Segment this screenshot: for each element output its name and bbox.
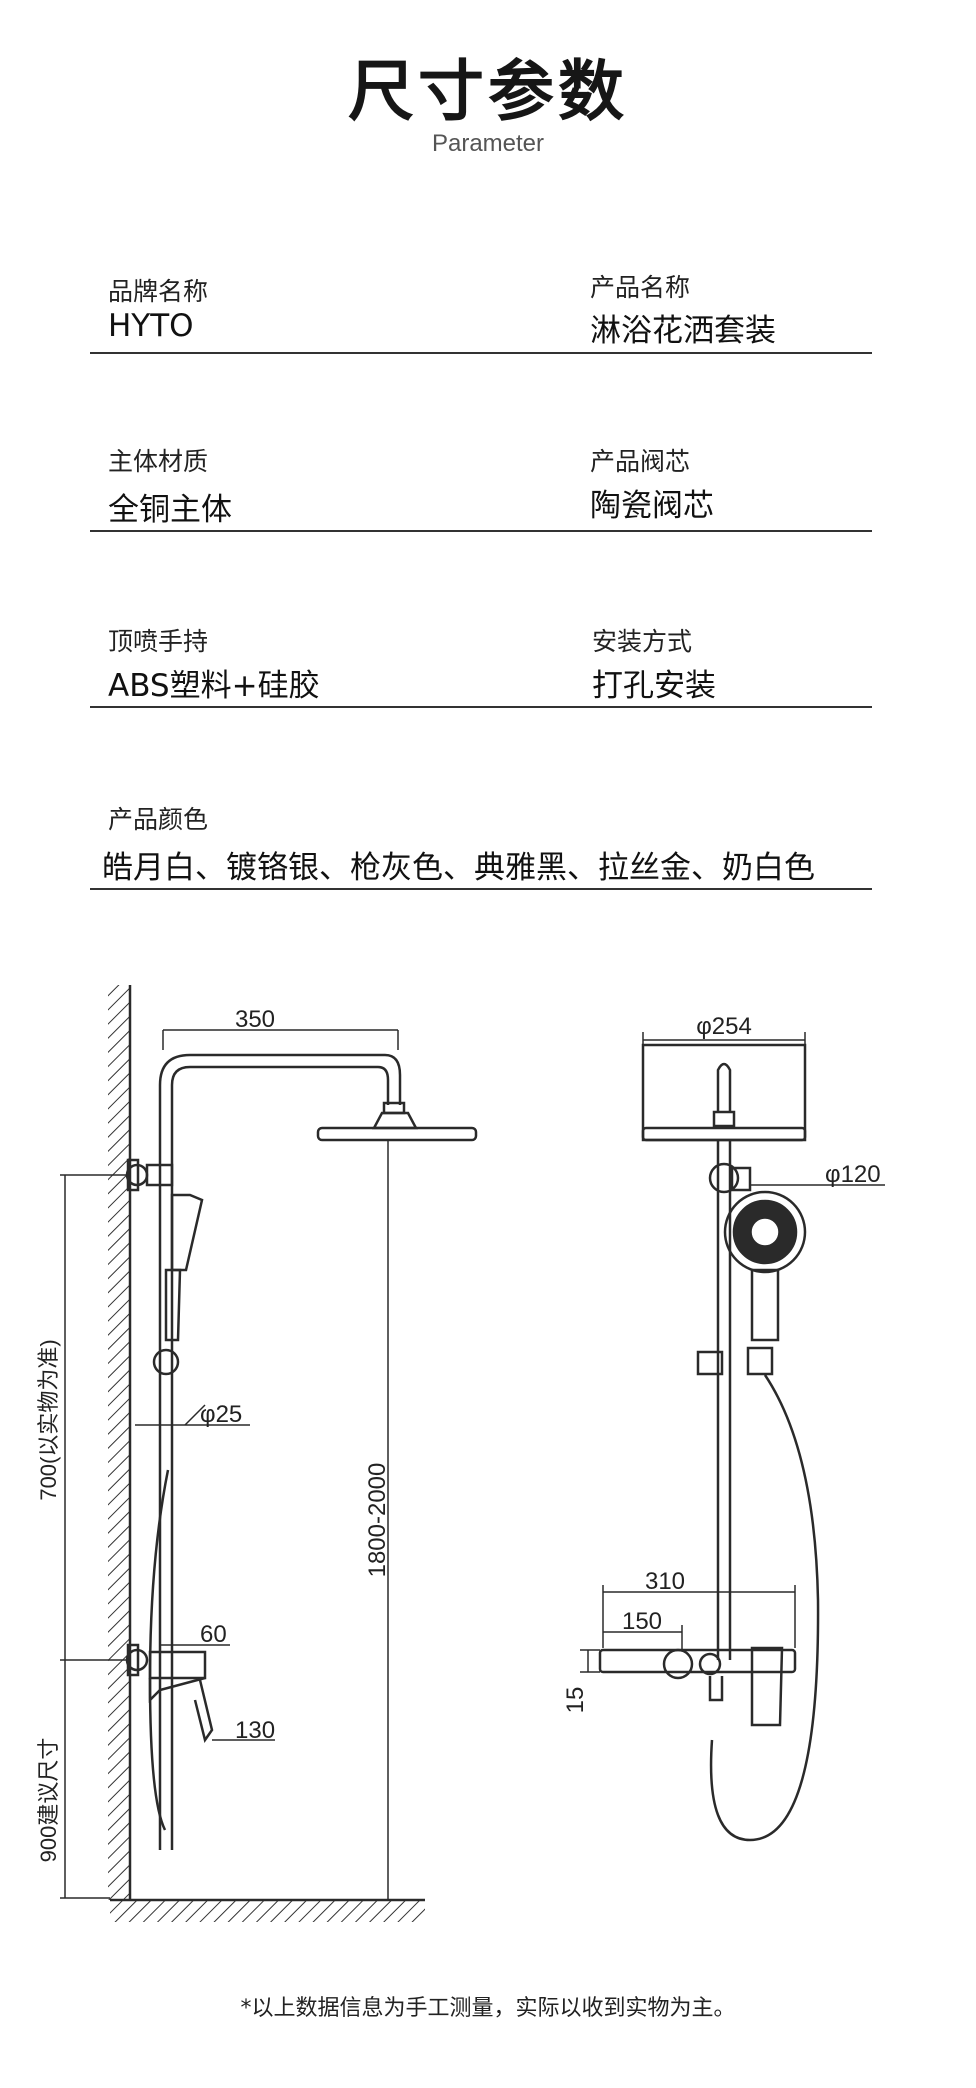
page-title: 尺寸参数 — [348, 53, 628, 130]
front-upper-bracket — [730, 1166, 752, 1192]
mixer-left-cap — [662, 1648, 694, 1680]
hand-shower-handle-front — [750, 1268, 780, 1342]
product-name-label: 产品名称 — [590, 273, 691, 302]
product-name-value: 淋浴花洒套装 — [590, 313, 776, 349]
dim-pipe-diameter: φ25 — [200, 1401, 242, 1428]
hand-shower-face-outer — [723, 1190, 807, 1274]
dim-install-height: 900建议尺寸 — [36, 1738, 61, 1863]
side-view — [60, 985, 478, 1922]
mixer-lower — [148, 1676, 206, 1704]
row-divider — [90, 352, 872, 354]
colors-value: 皓月白、镀铬银、枪灰色、典雅黑、拉丝金、奶白色 — [102, 850, 815, 886]
mixer-shelf — [598, 1648, 797, 1674]
shower-arm-outer — [158, 1053, 402, 1105]
hand-shower-handle — [164, 1268, 182, 1342]
shower-heads-label: 顶喷手持 — [108, 627, 209, 656]
mixer-handle-front — [750, 1646, 784, 1727]
dim-spout-width: 150 — [622, 1608, 662, 1635]
installation-label: 安装方式 — [592, 627, 693, 656]
front-connector — [712, 1110, 736, 1128]
valve-core-label: 产品阀芯 — [590, 447, 691, 476]
dimension-drawing: 350 φ25 1800-2000 700(以实物为准) 900建议尺寸 60 … — [36, 985, 885, 1922]
dim-slide-height: 700(以实物为准) — [36, 1339, 61, 1500]
slider-bracket-left — [696, 1350, 724, 1376]
brand-value: HYTO — [108, 308, 194, 344]
mixer-body — [148, 1650, 207, 1680]
body-material-label: 主体材质 — [108, 447, 209, 476]
mixer-center-joint — [698, 1652, 722, 1676]
slider-bracket-right — [746, 1346, 774, 1376]
wall-hatch — [108, 985, 130, 1900]
top-shower-plate — [316, 1126, 478, 1142]
side-dimensions — [60, 1029, 399, 1900]
body-material-value: 全铜主体 — [108, 492, 232, 528]
dim-hand-shower-diameter: φ120 — [825, 1161, 881, 1188]
row-divider — [90, 530, 872, 532]
colors-label: 产品颜色 — [108, 805, 209, 834]
front-arm — [716, 1062, 732, 1112]
front-view — [580, 1032, 885, 1842]
dim-mixer-width: 310 — [645, 1568, 685, 1595]
mixer-lever — [193, 1679, 214, 1743]
dim-mixer-depth: 60 — [200, 1621, 227, 1648]
brand-label: 品牌名称 — [108, 277, 209, 306]
dim-arm-length: 350 — [235, 1006, 275, 1033]
front-upper-joint — [708, 1162, 740, 1194]
row-divider — [90, 888, 872, 890]
footer-note: *以上数据信息为手工测量，实际以收到实物为主。 — [240, 1996, 736, 2021]
dim-shelf-height: 15 — [562, 1687, 589, 1714]
floor-hatch — [110, 1900, 425, 1922]
top-shower-cone — [371, 1111, 419, 1130]
hand-shower-head — [170, 1193, 204, 1272]
valve-core-value: 陶瓷阀芯 — [590, 488, 714, 524]
dim-mixer-width-side: 130 — [235, 1717, 275, 1744]
front-dimensions — [580, 1032, 885, 1673]
hose-front — [709, 1374, 820, 1842]
dim-top-shower-diameter: φ254 — [696, 1013, 752, 1040]
installation-value: 打孔安装 — [592, 668, 716, 704]
dim-height-range: 1800-2000 — [364, 1463, 391, 1578]
upper-bracket-arm — [145, 1163, 174, 1187]
top-shower-face — [641, 1126, 807, 1142]
page-subtitle: Parameter — [431, 130, 545, 157]
hand-shower-center — [751, 1218, 779, 1246]
slider-knob — [152, 1348, 180, 1376]
shower-heads-value: ABS塑料+硅胶 — [108, 668, 320, 704]
row-divider — [90, 706, 872, 708]
shower-arm-inner — [170, 1065, 390, 1105]
mixer-spout — [708, 1676, 724, 1702]
